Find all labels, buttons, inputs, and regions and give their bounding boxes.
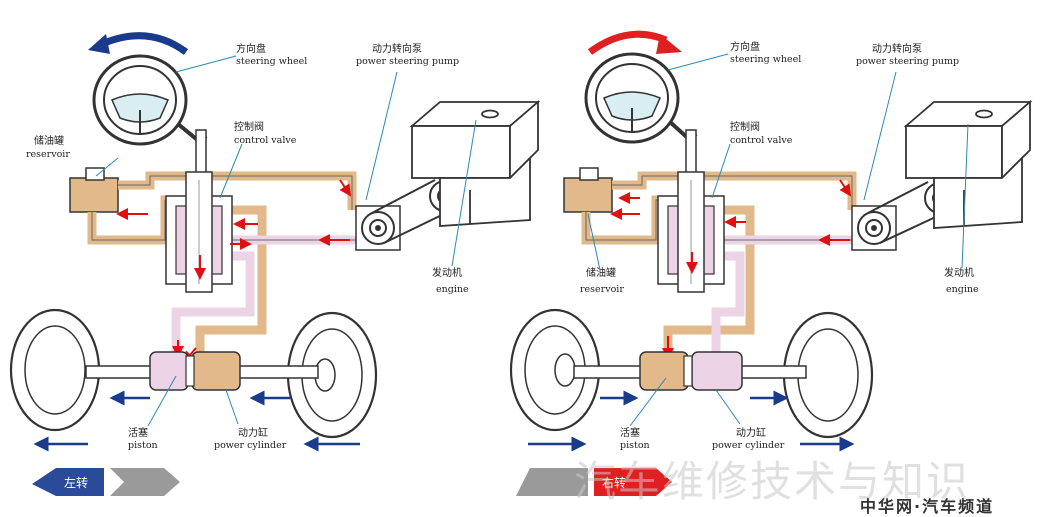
right-control-valve-label-zh: 控制阀: [730, 120, 760, 133]
right-steering-wheel-label-en: steering wheel: [730, 54, 801, 65]
right-pump: [851, 205, 897, 251]
right-reservoir-label-zh: 储油罐: [586, 266, 616, 279]
left-rotation-arrow: [100, 32, 189, 55]
left-steering-column: [195, 129, 207, 177]
right-pump-label-zh: 动力转向泵: [872, 42, 922, 55]
right-turn-label: 右转: [602, 475, 626, 490]
right-turn-indicator: 右转: [516, 468, 672, 496]
right-motion-arrows: [528, 390, 855, 452]
site-name: 中华网·汽车频道: [860, 497, 994, 516]
left-pump-label-zh: 动力转向泵: [372, 42, 422, 55]
left-steering-wheel-label-en: steering wheel: [236, 56, 307, 67]
left-engine: [409, 100, 541, 227]
left-reservoir-tank: [69, 167, 119, 213]
left-control-valve-label-en: control valve: [234, 135, 297, 146]
left-reservoir-label-en: reservoir: [26, 149, 70, 160]
right-control-valve-label-en: control valve: [730, 135, 793, 146]
left-turn-indicator: 左转: [32, 468, 180, 496]
right-power-cylinder-label-zh: 动力缸: [736, 426, 766, 439]
left-piston-label-zh: 活塞: [128, 426, 148, 439]
right-rotation-arrowhead: [656, 34, 682, 54]
right-wheel-right: [782, 311, 874, 439]
left-pump: [355, 205, 401, 251]
left-power-cylinder-label-en: power cylinder: [214, 440, 287, 451]
right-wheel-left: [509, 308, 601, 432]
left-motion-arrows: [33, 390, 360, 452]
right-control-valve: [657, 171, 725, 293]
right-pump-label-en: power steering pump: [856, 56, 959, 67]
right-steering-wheel-label-zh: 方向盘: [730, 40, 760, 53]
right-engine-label-zh: 发动机: [944, 266, 974, 279]
left-engine-label-zh: 发动机: [432, 266, 462, 279]
watermark-text: 汽车维修技术与知识: [574, 457, 970, 506]
left-wheel-right: [286, 311, 378, 439]
left-reservoir-label-zh: 储油罐: [34, 134, 64, 147]
right-steering-wheel: [584, 52, 698, 144]
right-diagram: 方向盘 steering wheel 动力转向泵 power steering …: [509, 30, 1033, 496]
right-engine-label-en: engine: [946, 284, 979, 295]
right-reservoir-label-en: reservoir: [580, 284, 624, 295]
left-power-cylinder-label-zh: 动力缸: [238, 426, 268, 439]
left-pump-label-en: power steering pump: [356, 56, 459, 67]
left-steering-wheel: [92, 54, 208, 146]
right-power-cylinder-label-en: power cylinder: [712, 440, 785, 451]
right-power-cylinder: [639, 351, 743, 391]
right-reservoir-tank: [563, 167, 613, 213]
right-piston-label-zh: 活塞: [620, 426, 640, 439]
left-engine-label-en: engine: [436, 284, 469, 295]
left-rotation-arrowhead: [88, 34, 110, 54]
left-control-valve-label-zh: 控制阀: [234, 120, 264, 133]
left-piston-label-en: piston: [128, 440, 158, 451]
right-steering-column: [685, 129, 697, 177]
left-power-cylinder: [149, 351, 241, 391]
left-turn-label: 左转: [64, 475, 88, 490]
right-engine: [903, 100, 1033, 229]
left-steering-wheel-label-zh: 方向盘: [236, 42, 266, 55]
right-piston-label-en: piston: [620, 440, 650, 451]
right-rotation-arrow: [587, 30, 668, 55]
left-diagram: 方向盘 steering wheel 动力转向泵 power steering …: [9, 32, 541, 496]
